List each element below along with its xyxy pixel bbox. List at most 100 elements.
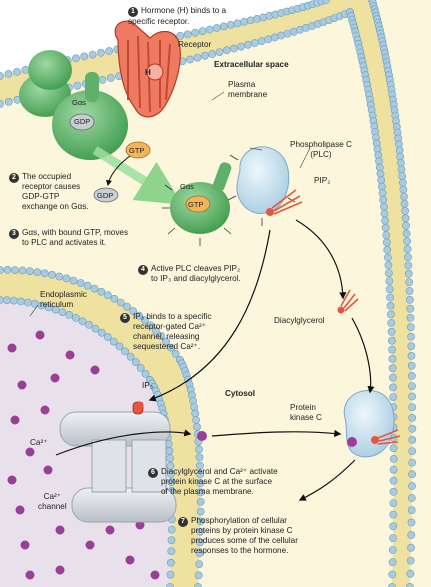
g-alpha-label: Gαs: [72, 98, 86, 107]
lipid-head: [399, 185, 408, 194]
lipid-head: [62, 274, 71, 283]
lipid-head: [176, 32, 185, 40]
gdp-label-released: GDP: [97, 191, 114, 200]
lipid-head: [377, 182, 386, 191]
lipid-head: [192, 416, 200, 424]
plc-label: Phospholipase C (PLC): [290, 140, 352, 159]
lipid-head: [406, 556, 415, 565]
lipid-head: [196, 488, 205, 497]
calcium-ion: [15, 505, 25, 515]
lipid-head: [16, 297, 25, 306]
lipid-head: [166, 461, 175, 470]
pkc-label: Protein kinase C: [290, 403, 322, 422]
g-protein-move-arrow: [92, 146, 183, 205]
lipid-head: [97, 287, 106, 296]
lipid-head: [388, 364, 397, 373]
lipid-head: [201, 51, 209, 60]
ip3-molecule: [136, 401, 144, 409]
lipid-head: [194, 583, 202, 587]
lipid-head: [406, 313, 415, 322]
lipid-head: [378, 189, 387, 198]
lipid-head: [401, 206, 409, 215]
lipid-head: [97, 328, 106, 337]
calcium-ion: [25, 447, 35, 457]
step-4-text: Active PLC cleaves PIP₂ to IP₃ and diacy…: [151, 264, 241, 283]
lipid-head: [3, 265, 12, 274]
lipid-head: [72, 313, 80, 322]
lipid-head: [103, 333, 112, 341]
lipid-head: [405, 295, 414, 304]
lipid-head: [408, 447, 417, 455]
lipid-head: [196, 470, 205, 479]
lipid-head: [397, 165, 406, 174]
lipid-head: [167, 547, 176, 556]
lipid-head: [240, 17, 248, 26]
lipid-head: [196, 479, 205, 488]
phospholipase-c: [227, 146, 296, 226]
lipid-head: [18, 266, 27, 275]
lipid-head: [407, 351, 416, 360]
lipid-head: [222, 46, 231, 55]
lipid-head: [195, 453, 204, 462]
lipid-head: [389, 454, 398, 463]
extracellular-label: Extracellular space: [214, 60, 289, 69]
lipid-head: [388, 558, 397, 567]
calcium-release-arrow: [55, 429, 192, 456]
calcium-ion: [35, 330, 45, 340]
lipid-head: [65, 310, 74, 319]
lipid-head: [389, 476, 398, 485]
lipid-head: [69, 276, 78, 285]
lipid-head: [0, 72, 4, 80]
ip3-label: IP₃: [142, 381, 154, 390]
lipid-head: [123, 302, 131, 311]
lipid-head: [230, 44, 238, 53]
ip3-diffusion-arrow: [148, 229, 271, 402]
lipid-head: [166, 558, 175, 567]
calcium-ion: [105, 525, 115, 535]
g-alpha-active-label: Gαs: [180, 182, 194, 191]
lipid-head: [4, 98, 13, 106]
calcium-ion: [125, 555, 135, 565]
lipid-head: [407, 361, 416, 370]
lipid-head: [104, 291, 112, 299]
calcium-ion: [10, 415, 20, 425]
lipid-head: [377, 176, 386, 184]
lipid-head: [404, 269, 413, 278]
lipid-head: [9, 296, 18, 305]
lipid-head: [233, 19, 242, 28]
lipid-head: [91, 324, 100, 333]
calcium-ions-er: [7, 330, 160, 580]
lipid-head: [405, 278, 414, 287]
calcium-ion: [135, 520, 145, 530]
lipid-head: [193, 53, 202, 62]
lipid-head: [195, 461, 204, 470]
lipid-head: [195, 560, 204, 568]
lipid-head: [404, 261, 413, 270]
calcium-ion: [150, 570, 160, 580]
lipid-head: [388, 345, 396, 354]
lipid-head: [408, 435, 417, 444]
plasma-membrane-band: [0, 0, 413, 587]
pip2-label: PIP₂: [314, 176, 331, 185]
lipid-head: [389, 444, 398, 453]
hormone-h-label: H: [145, 68, 151, 77]
lipid-head: [76, 279, 85, 287]
calcium-ion: [65, 350, 75, 360]
lipid-head: [408, 424, 417, 433]
lipid-head: [389, 383, 397, 392]
er-inner-lipids: [0, 296, 176, 587]
pkc-response-arrow: [298, 459, 356, 501]
calcium-ion: [55, 525, 65, 535]
lipid-head: [407, 371, 416, 380]
lipid-head: [407, 342, 416, 351]
step-3-text: Gαs, with bound GTP, moves to PLC and ac…: [22, 228, 129, 247]
lipid-head: [0, 266, 4, 274]
lipid-head: [98, 76, 107, 84]
gtp-label-free: GTP: [129, 146, 145, 155]
calcium-ion: [50, 373, 60, 383]
lipid-head: [389, 522, 398, 531]
